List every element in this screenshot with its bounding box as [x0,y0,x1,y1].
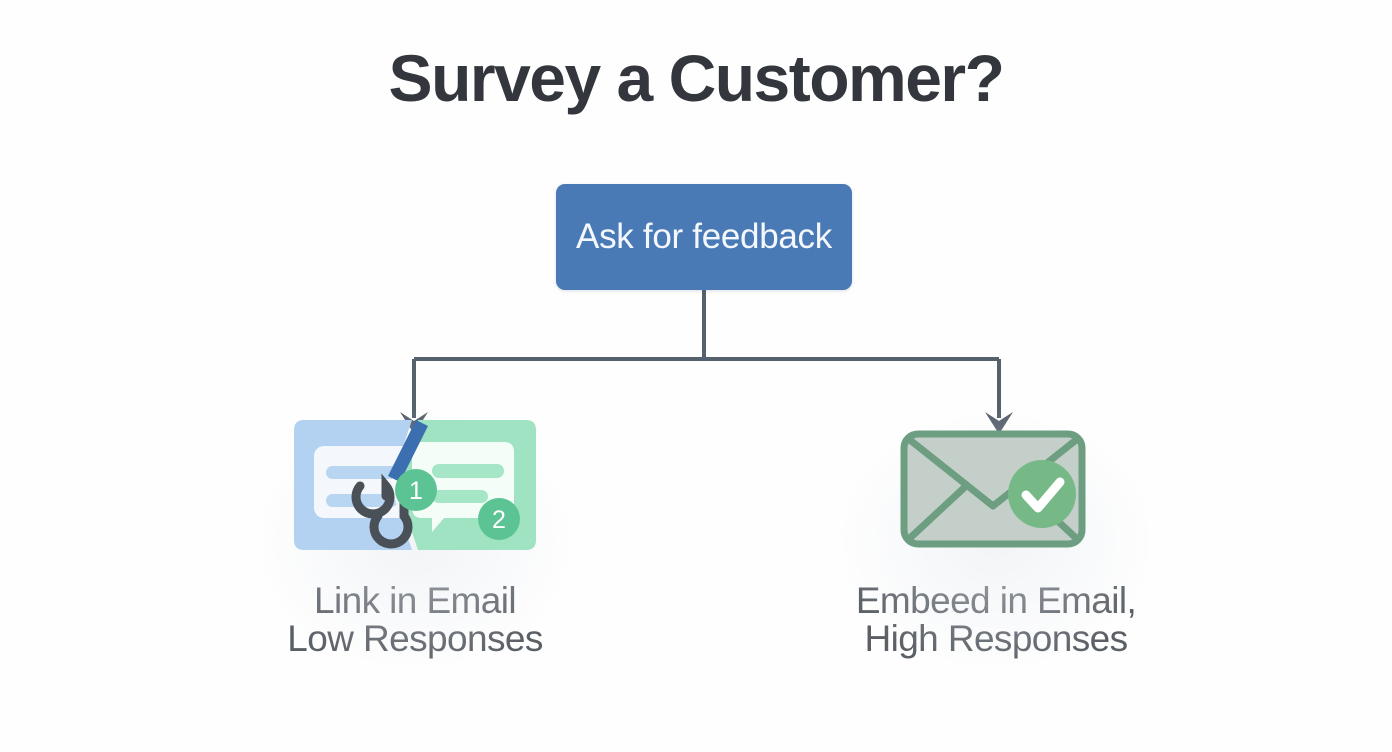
svg-text:2: 2 [492,506,506,534]
badge-2: 2 [478,498,520,540]
badge-1: 1 [395,469,437,511]
branch-left-label-line2: Low Responses [287,617,543,659]
check-badge-icon [1008,460,1076,528]
diagonal-slash-icon [388,420,428,482]
root-decision-node[interactable]: Ask for feedback [556,184,852,290]
broken-link-glyph [351,473,413,549]
check-mark-icon [1021,477,1065,513]
branch-link-in-email[interactable]: 1 2 Link in Email Low Responses [205,406,625,676]
page-title: Survey a Customer? [388,41,1005,115]
branch-left-label: Link in Email Low Responses [205,582,625,657]
branch-left-label-line1: Link in Email [314,580,517,621]
branch-right-label-line2: High Responses [864,617,1128,659]
root-node-label: Ask for feedback [576,217,832,256]
branch-right-label: Embeed in Email, High Responses [786,582,1206,657]
branch-embed-in-email[interactable]: Embeed in Email, High Responses [786,406,1206,676]
icon-container-left: 1 2 [205,420,625,560]
icon-container-right [786,420,1206,560]
broken-link-split-card-icon: 1 2 [294,420,536,550]
svg-text:1: 1 [409,477,423,505]
envelope-check-icon [900,430,1086,548]
branch-right-label-line1: Embeed in Email, [855,580,1137,621]
